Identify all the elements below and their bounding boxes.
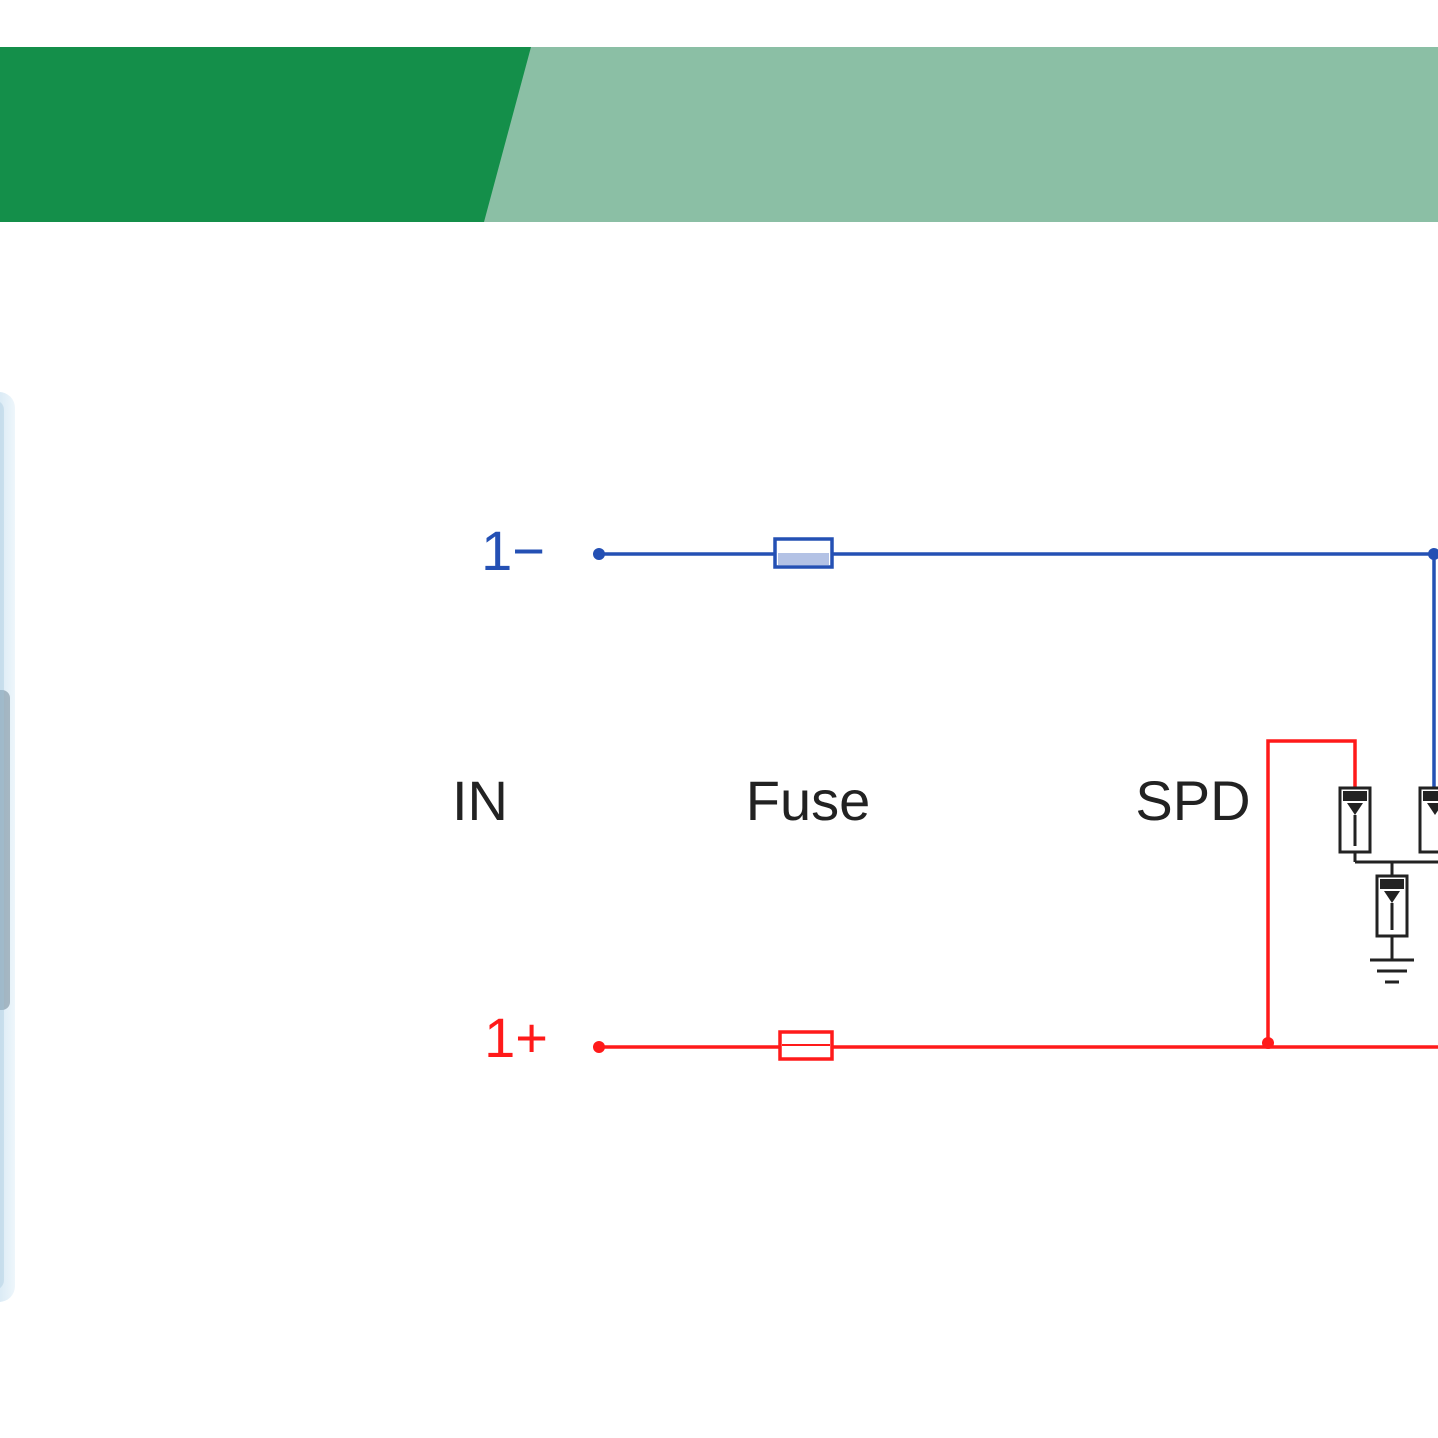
- negative-terminal-label: 1−: [481, 519, 545, 582]
- spd-section-label: SPD: [1135, 769, 1250, 832]
- varistor-icon: [1338, 786, 1372, 854]
- positive-terminal-label: 1+: [484, 1006, 548, 1069]
- fuse-section-label: Fuse: [746, 769, 871, 832]
- negative-line: [593, 537, 1438, 788]
- header-dark-band: [0, 47, 531, 222]
- input-section-label: IN: [452, 769, 508, 832]
- device-image: [0, 392, 15, 1302]
- spd-block: [1338, 786, 1438, 984]
- ground-icon: [1370, 958, 1414, 984]
- varistor-icon: [1418, 786, 1438, 854]
- header-banner: [0, 47, 1438, 222]
- positive-line: [593, 739, 1438, 1061]
- varistor-icon: [1375, 874, 1409, 938]
